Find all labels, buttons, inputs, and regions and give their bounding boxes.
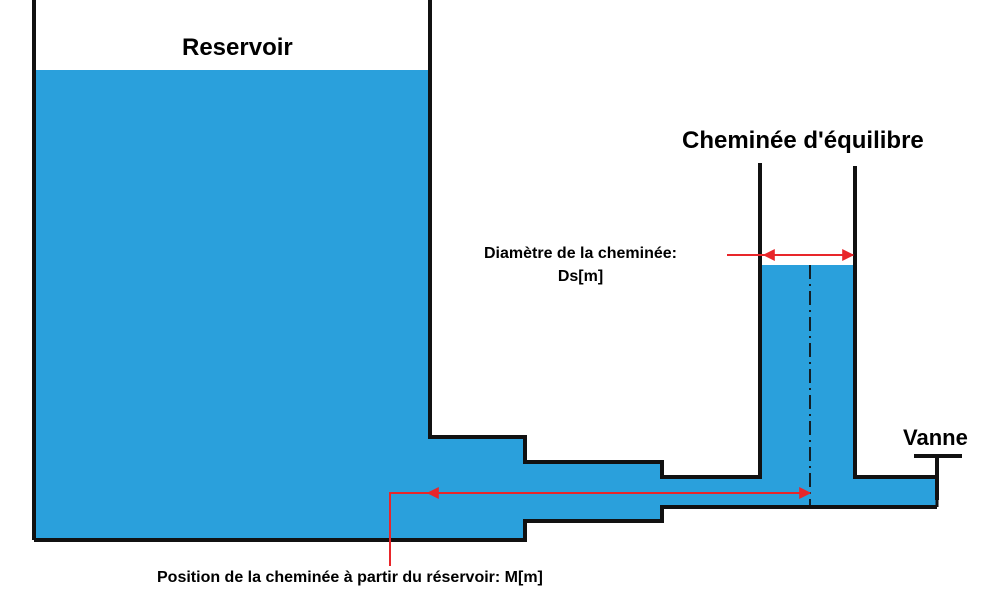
walls [32, 0, 939, 542]
position-leader [389, 492, 428, 566]
diameter-label-line2: Ds[m] [557, 268, 604, 285]
chimney-label: Cheminée d'équilibre [682, 127, 924, 154]
diameter-label: Diamètre de la cheminée: Ds[m] [484, 242, 677, 288]
diameter-label-line1: Diamètre de la cheminée: [484, 245, 677, 262]
upper-wall [428, 0, 762, 479]
reservoir-label: Reservoir [182, 34, 293, 61]
valve-icon [914, 454, 962, 500]
chimney-right-wall [853, 166, 937, 479]
chimney-water [760, 265, 855, 480]
reservoir-water [34, 70, 430, 540]
valve-label: Vanne [903, 425, 968, 450]
position-label: Position de la cheminée à partir du rése… [157, 569, 543, 586]
pipeline-water [430, 437, 937, 540]
bottom-wall [34, 505, 937, 542]
